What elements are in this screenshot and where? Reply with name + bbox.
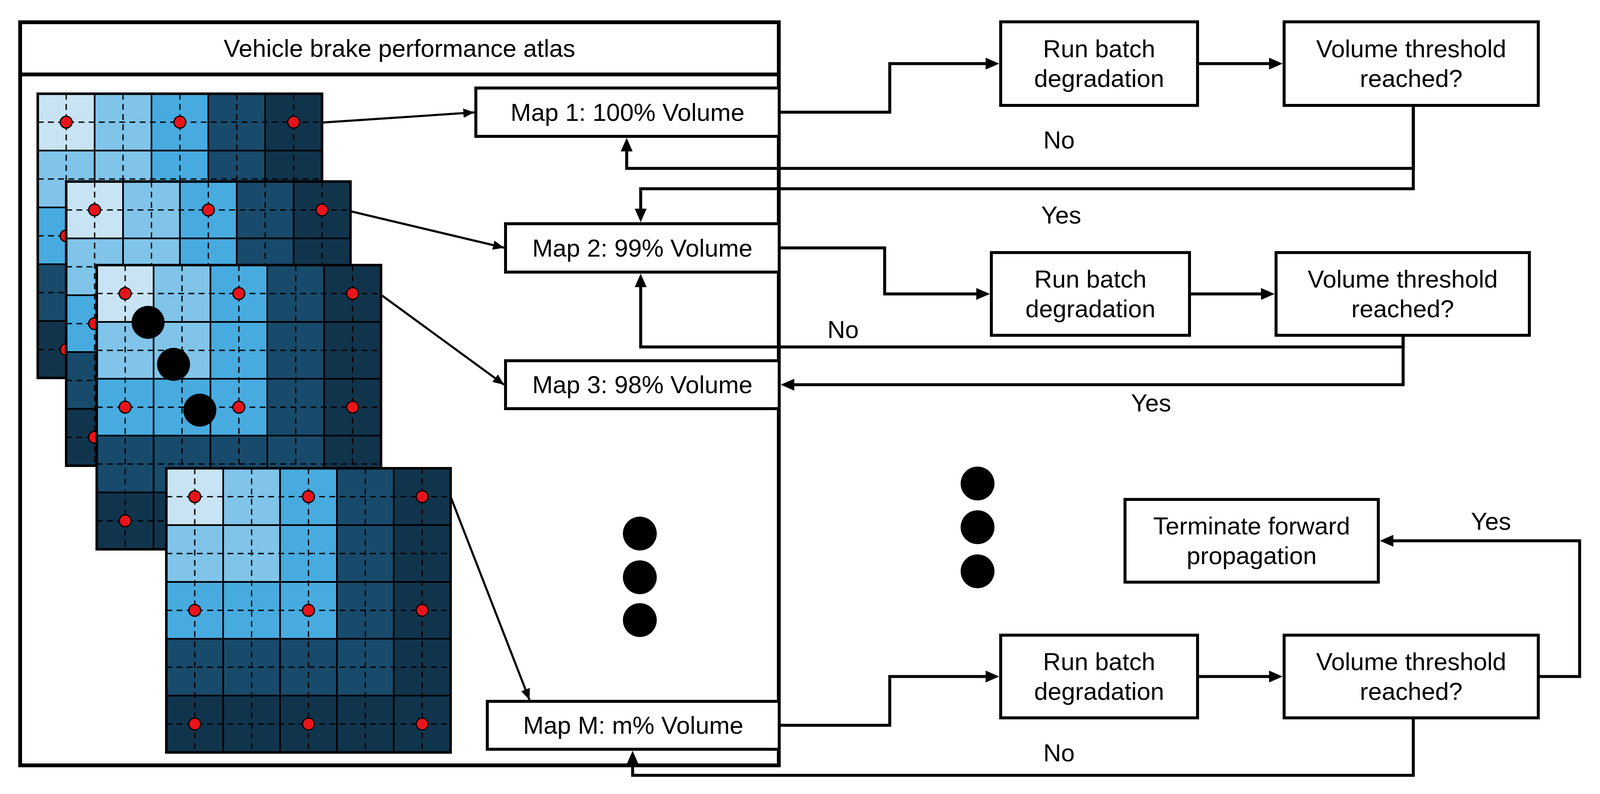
process-label: Run batch degradation <box>1002 33 1197 93</box>
process-label: Run batch degradation <box>1002 647 1197 707</box>
edge-label: Yes <box>1131 388 1172 418</box>
flow-arrow <box>787 336 1404 385</box>
terminal-label: Terminate forward propagation <box>1126 511 1377 571</box>
map-grid-m <box>166 468 451 753</box>
flow-arrow <box>1199 62 1276 66</box>
flow-arrow <box>626 106 1414 169</box>
map-box: Map 2: 99% Volume <box>504 222 781 274</box>
process-box: Run batch degradation <box>999 20 1200 107</box>
flow-arrow <box>1199 675 1276 679</box>
leader-arrows <box>322 112 530 701</box>
atlas-frame: Vehicle brake performance atlasMap 1: 10… <box>18 20 781 768</box>
decision-box: Volume threshold reached? <box>1274 251 1531 337</box>
terminal-box: Terminate forward propagation <box>1123 498 1380 584</box>
process-box: Run batch degradation <box>999 633 1200 720</box>
edge-label: No <box>1043 125 1075 155</box>
edge-label: Yes <box>1041 200 1082 230</box>
map-box: Map 3: 98% Volume <box>504 359 781 411</box>
flow-arrow <box>640 106 1414 216</box>
process-label: Run batch degradation <box>992 264 1189 324</box>
edge-label: Yes <box>1471 506 1512 537</box>
decision-box: Volume threshold reached? <box>1282 633 1540 720</box>
decision-label: Volume threshold reached? <box>1277 264 1528 324</box>
map-label: Map 2: 99% Volume <box>526 233 758 264</box>
map-label: Map 3: 98% Volume <box>526 369 758 400</box>
map-label: Map M: m% Volume <box>518 710 749 741</box>
decision-box: Volume threshold reached? <box>1282 20 1540 107</box>
atlas-title: Vehicle brake performance atlas <box>22 24 777 77</box>
edge-label: No <box>1043 738 1075 768</box>
map-label: Map 1: 100% Volume <box>505 97 750 128</box>
flow-arrow <box>1190 292 1268 296</box>
flow-arrow <box>780 248 984 295</box>
flow-arrow <box>1386 540 1580 677</box>
flow-arrow <box>780 676 993 726</box>
decision-label: Volume threshold reached? <box>1285 33 1537 93</box>
map-box: Map M: m% Volume <box>485 700 781 751</box>
degraded-points <box>131 305 217 427</box>
ellipsis-dots <box>622 466 995 638</box>
flow-arrow <box>632 719 1414 776</box>
process-box: Run batch degradation <box>989 251 1191 337</box>
flow-arrow <box>780 63 993 113</box>
edge-label: No <box>827 314 859 345</box>
decision-label: Volume threshold reached? <box>1285 647 1537 707</box>
flow-arrow <box>640 280 1404 348</box>
map-box: Map 1: 100% Volume <box>474 86 781 138</box>
